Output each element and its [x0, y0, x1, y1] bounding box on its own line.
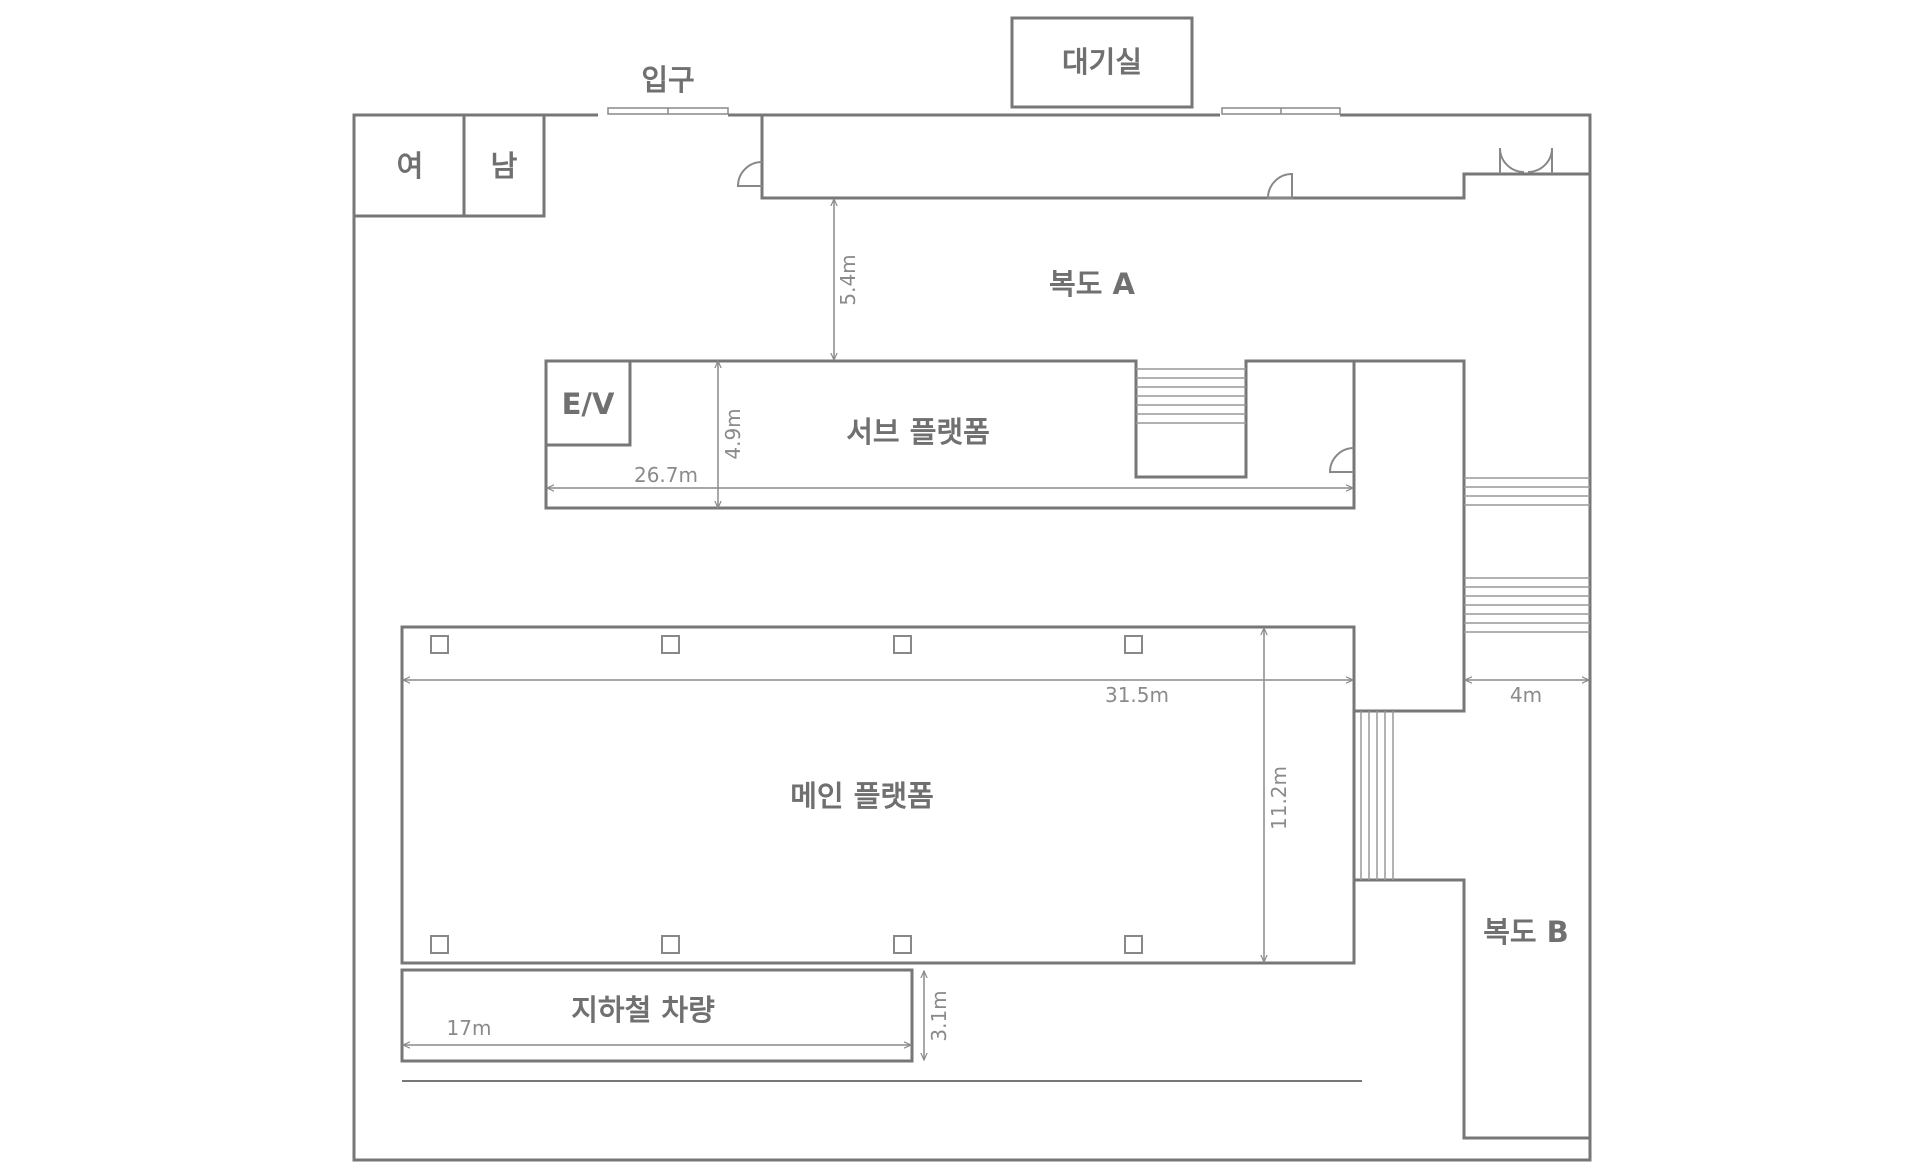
sub-platform-depth-label: 4.9m — [721, 408, 745, 459]
sub-platform-block — [544, 359, 1356, 510]
top-office-block — [760, 115, 1590, 200]
main-platform-label: 메인 플랫폼 — [790, 779, 934, 813]
door-swing-icon — [736, 147, 1553, 199]
corridor-stairs — [1464, 477, 1590, 633]
main-platform-depth-label: 11.2m — [1267, 766, 1291, 830]
corridor-a-depth-label: 5.4m — [836, 254, 860, 305]
waiting-room — [1010, 16, 1194, 109]
subway-car-width-label: 3.1m — [927, 990, 951, 1041]
exit-door — [1221, 107, 1341, 115]
restrooms — [352, 113, 546, 218]
pillar-icons — [430, 635, 1143, 954]
main-platform — [400, 625, 1356, 965]
subway-car-length-label: 17m — [447, 1016, 492, 1040]
sub-platform-length-label: 26.7m — [634, 463, 698, 487]
platform-stairs — [1360, 711, 1394, 880]
elevator-label: E/V — [562, 387, 615, 421]
corridor-a-label: 복도 A — [1049, 267, 1135, 301]
waiting-room-label: 대기실 — [1062, 45, 1142, 79]
sub-platform-stairs — [1136, 368, 1246, 424]
dimension-lines — [403, 199, 1589, 1060]
sub-platform-label: 서브 플랫폼 — [846, 415, 990, 449]
female-restroom-label: 여 — [397, 149, 424, 183]
entrance-label: 입구 — [641, 63, 694, 97]
corridor-b-width-label: 4m — [1510, 683, 1542, 707]
corridor-b-label: 복도 B — [1483, 915, 1569, 949]
male-restroom-label: 남 — [491, 149, 518, 183]
subway-car-label: 지하철 차량 — [571, 993, 715, 1027]
main-platform-length-label: 31.5m — [1105, 683, 1169, 707]
corridor-b-walls — [1354, 359, 1590, 1140]
subway-car — [400, 968, 914, 1063]
outer-walls — [352, 113, 1592, 1162]
entrance-door — [607, 107, 729, 115]
